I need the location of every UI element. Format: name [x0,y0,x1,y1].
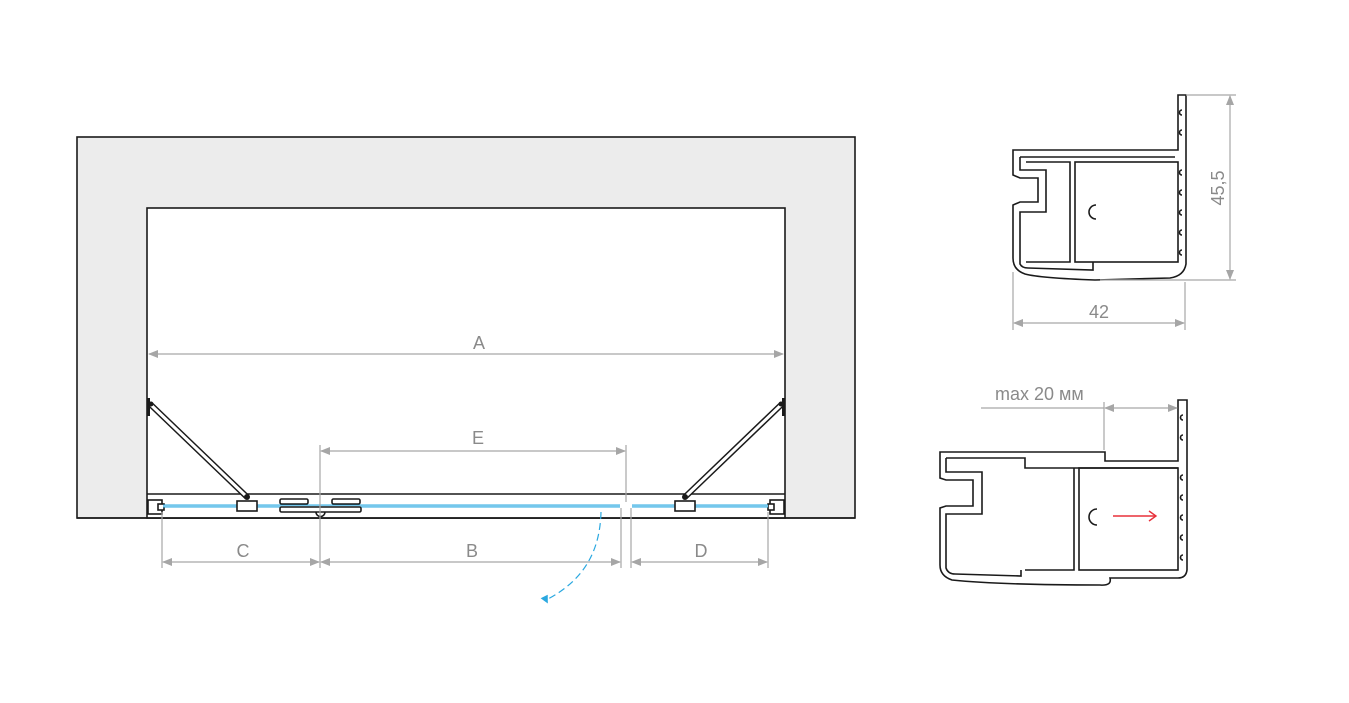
dimension-E: E [319,428,627,568]
height-label: 45,5 [1208,170,1228,205]
dimension-label-E: E [472,428,484,448]
left-wall-profile [147,499,165,515]
left-stabilizer-bar [147,398,258,512]
width-label: 42 [1089,302,1109,322]
dimension-A: A [148,333,784,358]
dimension-label-C: C [237,541,250,561]
max-offset-label: max 20 мм [995,384,1084,404]
door-swing-arc [540,511,602,604]
profile-section-bottom: max 20 мм [939,384,1188,586]
right-wall-profile [767,499,785,515]
shower-space [146,207,786,519]
dimension-C: C [161,512,320,568]
dimension-label-D: D [695,541,708,561]
profile-section-top: 45,5 42 [1012,94,1236,330]
dimension-label-A: A [473,333,485,353]
dimension-B: B [320,508,622,568]
right-stabilizer-bar [674,398,785,512]
dimension-label-B: B [466,541,478,561]
plan-view: A E C B D [76,136,856,604]
dimension-D: D [630,508,769,568]
